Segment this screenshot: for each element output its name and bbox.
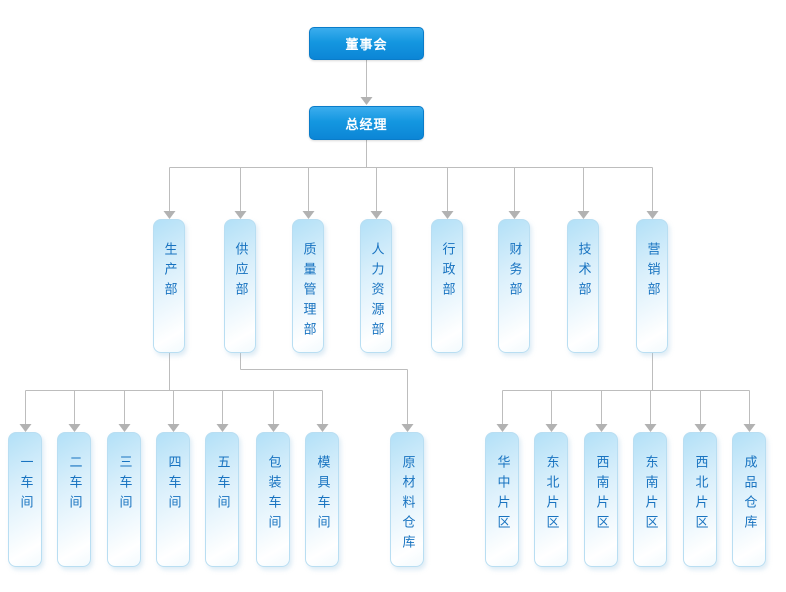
node-label: 东南片区 <box>642 455 658 535</box>
node-label: 人力资源部 <box>368 242 384 342</box>
node-workshop-1[interactable]: 一车间 <box>8 432 42 567</box>
node-dept-supply[interactable]: 供应部 <box>224 219 256 353</box>
node-label: 供应部 <box>232 242 248 302</box>
edge-gm-to-departments <box>163 140 659 219</box>
node-label: 华中片区 <box>494 455 510 535</box>
node-workshop-packaging[interactable]: 包装车间 <box>256 432 290 567</box>
node-dept-marketing[interactable]: 营销部 <box>636 219 668 353</box>
node-label: 四车间 <box>165 455 181 515</box>
node-label: 成品仓库 <box>741 455 757 535</box>
node-label: 行政部 <box>439 242 455 302</box>
node-label: 财务部 <box>506 242 522 302</box>
edge-marketing-to-regions <box>496 353 756 432</box>
node-label: 技术部 <box>575 242 591 302</box>
node-label: 二车间 <box>66 455 82 515</box>
node-dept-production[interactable]: 生产部 <box>153 219 185 353</box>
node-dept-tech[interactable]: 技术部 <box>567 219 599 353</box>
node-region-southwest[interactable]: 西南片区 <box>584 432 618 567</box>
node-workshop-4[interactable]: 四车间 <box>156 432 190 567</box>
node-label: 生产部 <box>161 242 177 302</box>
node-label: 西南片区 <box>593 455 609 535</box>
node-dept-hr[interactable]: 人力资源部 <box>360 219 392 353</box>
node-label: 一车间 <box>17 455 33 515</box>
node-general-manager[interactable]: 总经理 <box>309 106 424 140</box>
node-label: 质量管理部 <box>300 242 316 342</box>
node-label: 总经理 <box>345 117 388 133</box>
node-dept-finance[interactable]: 财务部 <box>498 219 530 353</box>
node-region-northwest[interactable]: 西北片区 <box>683 432 717 567</box>
node-dept-quality[interactable]: 质量管理部 <box>292 219 324 353</box>
node-warehouse-raw-materials[interactable]: 原材料仓库 <box>390 432 424 567</box>
node-workshop-3[interactable]: 三车间 <box>107 432 141 567</box>
node-workshop-5[interactable]: 五车间 <box>205 432 239 567</box>
edge-supply-to-warehouse <box>240 353 414 432</box>
node-label: 营销部 <box>644 242 660 302</box>
node-dept-admin[interactable]: 行政部 <box>431 219 463 353</box>
node-label: 西北片区 <box>692 455 708 535</box>
node-warehouse-finished-goods[interactable]: 成品仓库 <box>732 432 766 567</box>
node-region-southeast[interactable]: 东南片区 <box>633 432 667 567</box>
edge-board-to-gm <box>360 60 373 105</box>
node-workshop-mold[interactable]: 模具车间 <box>305 432 339 567</box>
node-label: 董事会 <box>345 38 388 53</box>
node-label: 三车间 <box>116 455 132 515</box>
node-label: 五车间 <box>214 455 230 515</box>
node-board[interactable]: 董事会 <box>309 27 424 60</box>
edge-production-to-workshops <box>19 353 329 432</box>
node-label: 包装车间 <box>265 455 281 535</box>
node-label: 原材料仓库 <box>399 455 415 555</box>
node-region-northeast[interactable]: 东北片区 <box>534 432 568 567</box>
node-region-central-china[interactable]: 华中片区 <box>485 432 519 567</box>
node-label: 东北片区 <box>543 455 559 535</box>
node-label: 模具车间 <box>314 455 330 535</box>
node-workshop-2[interactable]: 二车间 <box>57 432 91 567</box>
